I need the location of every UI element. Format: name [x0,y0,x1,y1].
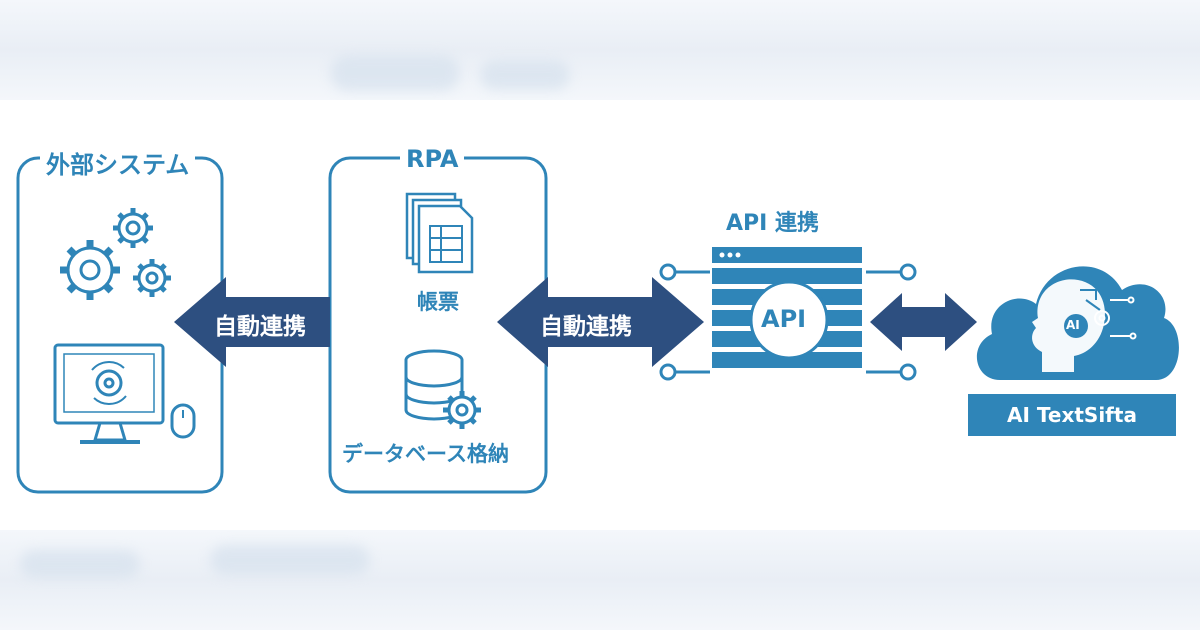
external-system-title: 外部システム [40,145,196,180]
api-integration-title: API 連携 [720,205,825,237]
ai-head-label: AI [1066,318,1080,332]
rpa-title: RPA [400,145,465,173]
ai-textsifta-badge: AI TextSifta [968,394,1176,436]
blur-blob [20,550,140,578]
ai-cloud-icon [976,266,1179,380]
left-arrow [174,277,330,367]
mouse-icon [170,403,196,439]
monitor-icon [53,343,165,444]
background-blur-bottom [0,530,1200,630]
database-icon [404,349,481,429]
gears-icon [60,208,171,300]
blur-blob [330,55,460,91]
blur-blob [210,545,370,575]
right-double-arrow [870,293,977,351]
api-connector-lines [659,263,917,381]
document-icon [405,192,474,274]
blur-blob [480,60,570,90]
background-blur-top [0,0,1200,100]
api-server-icon [712,247,862,368]
middle-arrow-label: 自動連携 [540,314,632,340]
database-storage-label: データベース格納 [342,442,509,466]
forms-label: 帳票 [417,290,459,314]
api-circle-label: API [761,305,807,333]
left-arrow-label: 自動連携 [214,314,306,340]
middle-double-arrow [497,277,704,367]
